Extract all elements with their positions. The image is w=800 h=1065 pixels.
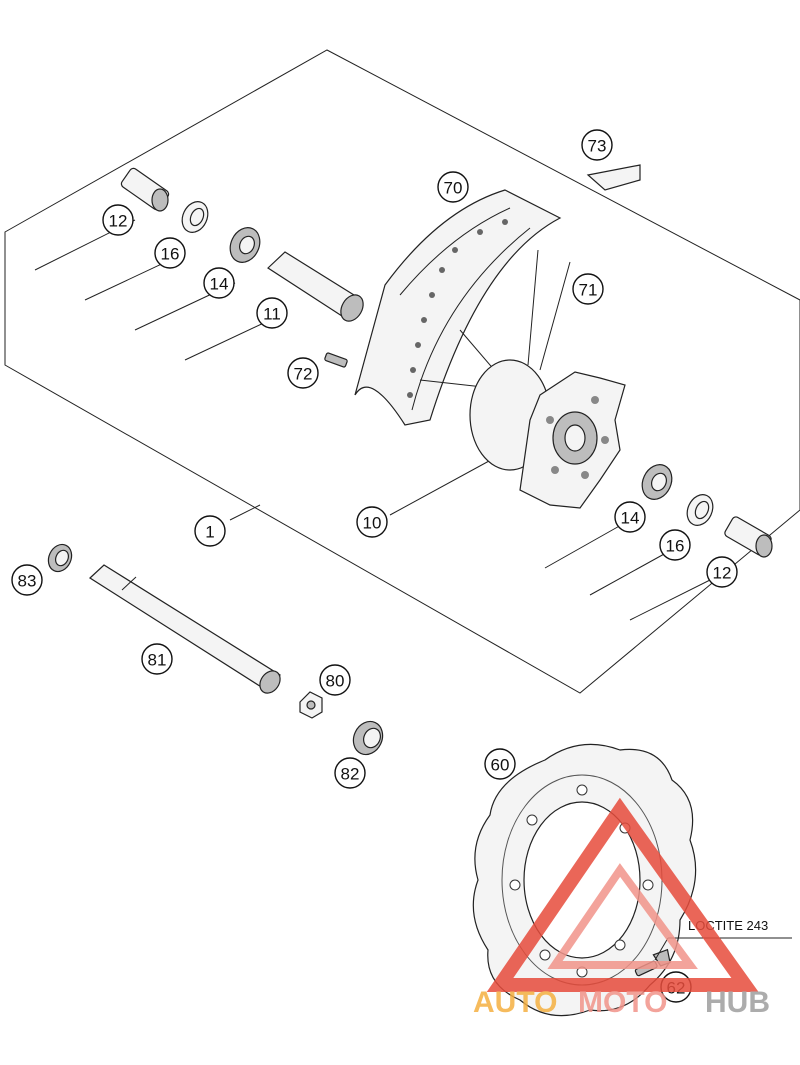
spacer-bushing-right-part xyxy=(724,516,773,558)
callout-83: 83 xyxy=(11,564,43,596)
leader-lines-right xyxy=(229,454,721,621)
spacer-bushing-part xyxy=(120,167,170,212)
callout-12: 12 xyxy=(102,204,134,236)
callout-80-label: 80 xyxy=(326,672,345,691)
callout-73: 73 xyxy=(581,129,613,161)
callout-83-label: 83 xyxy=(18,572,37,591)
watermark-auto: AUTO xyxy=(473,986,557,1019)
shaft-seal-right-part xyxy=(686,494,714,526)
callout-81: 81 xyxy=(141,643,173,675)
sticker-part xyxy=(586,164,641,191)
loctite-pointer xyxy=(654,937,669,961)
axle-clamp-part xyxy=(352,720,384,756)
assembly-frame xyxy=(4,49,800,694)
callout-1: 1 xyxy=(194,515,226,547)
axle-part xyxy=(89,564,281,694)
callout-80: 80 xyxy=(319,664,351,696)
callout-10: 10 xyxy=(356,506,388,538)
callout-14-right: 14 xyxy=(614,501,646,533)
callout-73-label: 73 xyxy=(588,137,607,156)
callout-1-label: 1 xyxy=(205,523,214,542)
callout-12-label: 12 xyxy=(109,212,128,231)
axle-nut-part xyxy=(299,691,323,719)
axle-cap-part xyxy=(47,543,73,573)
callout-81-label: 81 xyxy=(148,651,167,670)
callout-11-label: 11 xyxy=(263,305,281,324)
rim-part xyxy=(354,189,562,426)
callout-70-label: 70 xyxy=(444,179,463,198)
callout-16-right-label: 16 xyxy=(666,537,685,556)
bearing-part xyxy=(229,227,261,263)
spoke-nipple-part xyxy=(324,352,348,368)
callout-16-label: 16 xyxy=(161,245,180,264)
callout-11: 11 xyxy=(256,297,288,329)
watermark-hub: HUB xyxy=(705,986,770,1019)
callout-70: 70 xyxy=(437,171,469,203)
distance-tube-part xyxy=(267,251,364,322)
hub-part xyxy=(469,359,626,509)
callout-14-right-label: 14 xyxy=(621,509,640,528)
callout-82: 82 xyxy=(334,757,366,789)
callout-16-right: 16 xyxy=(659,529,691,561)
callout-14: 14 xyxy=(203,267,235,299)
shaft-seal-part xyxy=(181,201,209,233)
watermark-logo: AUTO MOTO HUB xyxy=(473,797,770,1019)
callout-14-label: 14 xyxy=(210,275,229,294)
callout-71-label: 71 xyxy=(579,281,598,300)
callout-16: 16 xyxy=(154,237,186,269)
callout-71: 71 xyxy=(572,273,604,305)
callout-10-label: 10 xyxy=(363,514,382,533)
callout-60-label: 60 xyxy=(491,756,510,775)
callout-72-label: 72 xyxy=(294,365,313,384)
callout-82-label: 82 xyxy=(341,765,360,784)
callout-60: 60 xyxy=(484,748,516,780)
watermark-moto: MOTO xyxy=(578,986,667,1019)
callout-12-right-label: 12 xyxy=(713,564,732,583)
callout-72: 72 xyxy=(287,357,319,389)
callout-12-right: 12 xyxy=(706,556,738,588)
bearing-right-part xyxy=(641,464,673,500)
